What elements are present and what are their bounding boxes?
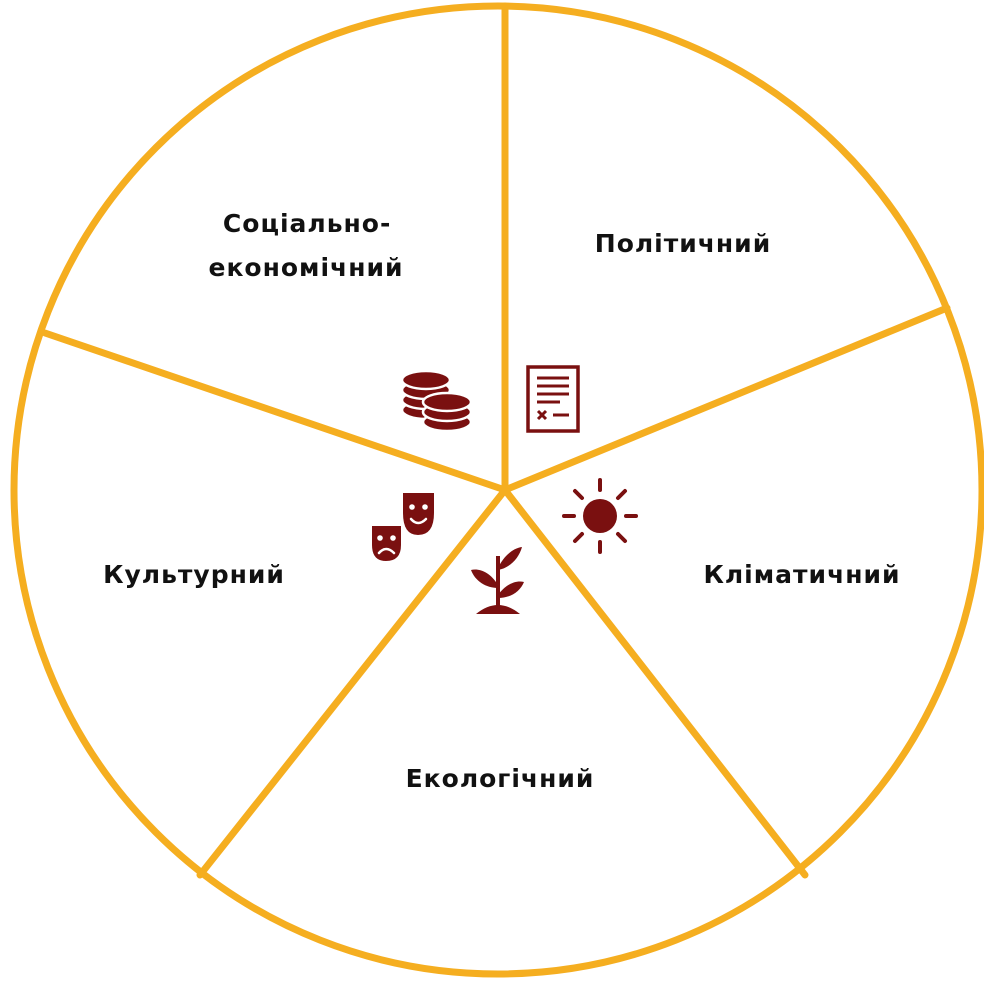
- label-ecological: Екологічний: [406, 764, 595, 793]
- label-political: Політичний: [595, 229, 771, 258]
- label-socio-economic: Соціально- економічний: [208, 209, 403, 282]
- sun-icon: [562, 478, 638, 554]
- coins-icon: [400, 369, 473, 433]
- theater-masks-icon: [370, 493, 434, 564]
- plant-sprout-icon: [471, 547, 524, 614]
- divider-left: [41, 329, 509, 494]
- divider-right: [501, 304, 951, 494]
- label-socio-economic-line1: Соціально-: [223, 209, 391, 238]
- label-socio-economic-line2: економічний: [208, 253, 403, 282]
- label-climatic: Кліматичний: [703, 560, 900, 589]
- divider-bottom-left: [196, 486, 509, 879]
- divider-bottom-right: [501, 486, 809, 879]
- sector-dividers: [41, 2, 951, 879]
- label-cultural: Культурний: [103, 560, 285, 589]
- document-icon: [526, 365, 580, 433]
